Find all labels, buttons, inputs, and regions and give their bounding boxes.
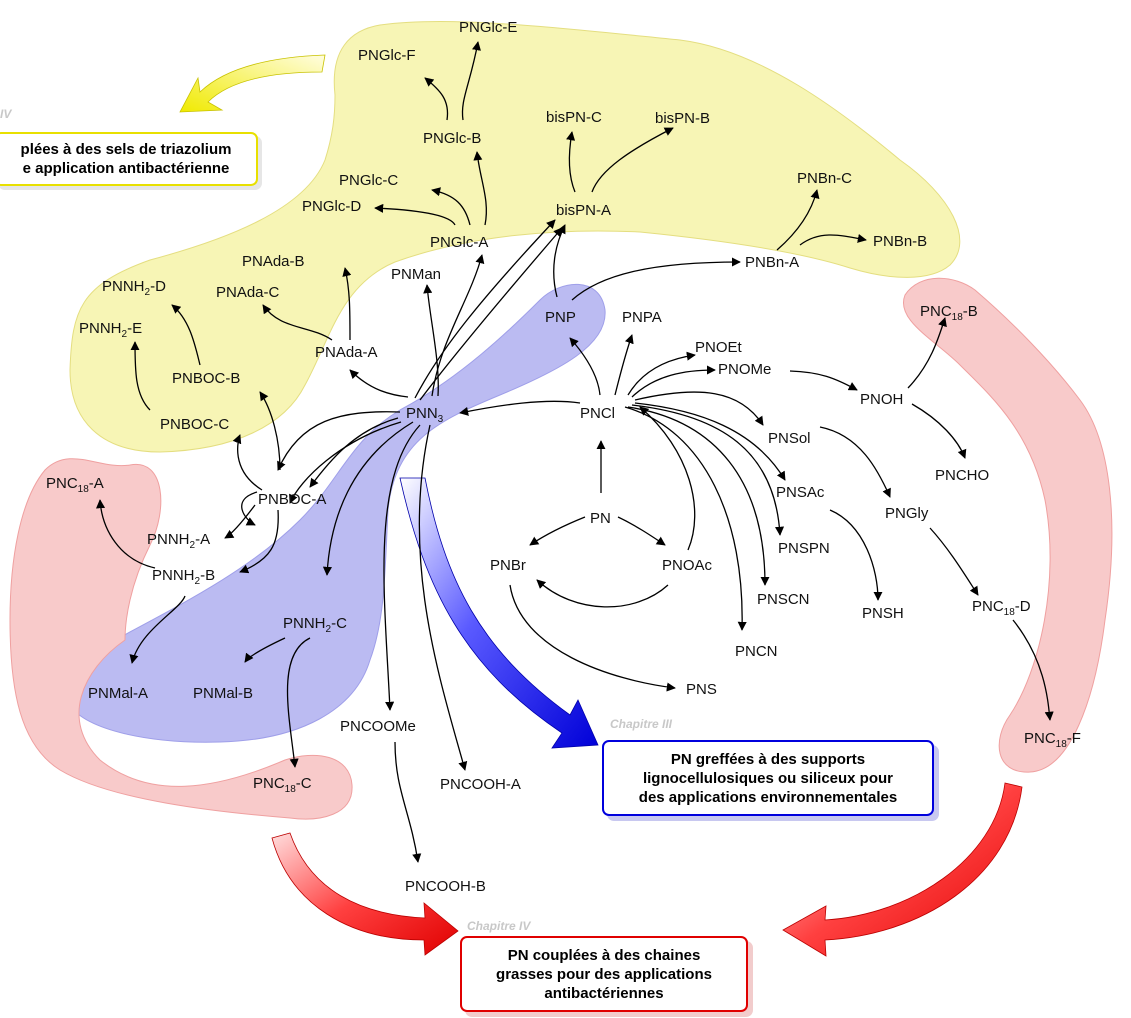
node-PNSCN: PNSCN	[757, 591, 810, 608]
node-PNSol: PNSol	[768, 430, 811, 447]
node-PNGlc-E: PNGlc-E	[459, 19, 517, 36]
node-PNCOOH-A: PNCOOH-A	[440, 776, 521, 793]
node-bisPN-A: bisPN-A	[556, 202, 611, 219]
lignocellulose-line3: des applications environnementales	[638, 789, 898, 806]
grasses-box: PN couplées à des chaines grasses pour d…	[460, 936, 748, 1012]
node-PNMan: PNMan	[391, 266, 441, 283]
node-PNGly: PNGly	[885, 505, 929, 522]
node-PNP: PNP	[545, 309, 576, 326]
node-PNAda-B: PNAda-B	[242, 253, 305, 270]
red-region-left-top	[9, 458, 353, 820]
node-PNSAc: PNSAc	[776, 484, 825, 501]
node-PNOH: PNOH	[860, 391, 903, 408]
node-PNNH2-E: PNNH2-E	[79, 320, 142, 340]
node-PNBn-B: PNBn-B	[873, 233, 927, 250]
red-region-right	[902, 277, 1113, 773]
node-PNCl: PNCl	[580, 405, 615, 422]
red-big-arrow-left	[271, 832, 459, 956]
node-PNC18-F: PNC18-F	[1024, 730, 1081, 750]
node-PNC18-D: PNC18-D	[972, 598, 1031, 618]
blue-big-arrow	[399, 477, 599, 749]
triazolium-line2: e application antibactérienne	[22, 160, 230, 177]
red-big-arrow-right	[782, 782, 1023, 957]
node-PNAda-A: PNAda-A	[315, 344, 378, 361]
chapter-label-triazolium: IV	[0, 107, 12, 121]
lignocellulose-line2: lignocellulosiques ou siliceux pour	[642, 770, 894, 787]
node-PNGlc-F: PNGlc-F	[358, 47, 416, 64]
node-bisPN-B: bisPN-B	[655, 110, 710, 127]
node-PNNH2-D: PNNH2-D	[102, 278, 166, 298]
node-PNSPN: PNSPN	[778, 540, 830, 557]
node-PNGlc-B: PNGlc-B	[423, 130, 481, 147]
node-PNBn-A: PNBn-A	[745, 254, 799, 271]
triazolium-box: plées à des sels de triazolium e applica…	[0, 132, 258, 186]
node-PNCOOH-B: PNCOOH-B	[405, 878, 486, 895]
node-PNGlc-A: PNGlc-A	[430, 234, 488, 251]
node-labels: PN PNBr PNOAc PNCl PNN3 PNP PNPA PNOEt P…	[46, 19, 1081, 895]
chapter-label-grasses: Chapitre IV	[467, 919, 531, 933]
triazolium-line1: plées à des sels de triazolium	[20, 141, 232, 158]
node-PNOAc: PNOAc	[662, 557, 713, 574]
node-PNMal-B: PNMal-B	[193, 685, 253, 702]
node-PNN3: PNN3	[406, 405, 444, 425]
node-PNOMe: PNOMe	[718, 361, 771, 378]
node-PNPA: PNPA	[622, 309, 662, 326]
node-PNCHO: PNCHO	[935, 467, 989, 484]
grasses-line1: PN couplées à des chaines	[507, 947, 701, 964]
node-PNBr: PNBr	[490, 557, 526, 574]
node-PNNH2-B: PNNH2-B	[152, 567, 215, 587]
node-PNC18-B: PNC18-B	[920, 303, 978, 323]
lignocellulose-line1: PN greffées à des supports	[670, 751, 866, 768]
node-PNBOC-A: PNBOC-A	[258, 491, 326, 508]
node-PNBOC-B: PNBOC-B	[172, 370, 240, 387]
node-PNGlc-C: PNGlc-C	[339, 172, 398, 189]
node-PNNH2-C: PNNH2-C	[283, 615, 347, 635]
chapter-label-lignocellulose: Chapitre III	[610, 717, 673, 731]
node-PNNH2-A: PNNH2-A	[147, 531, 210, 551]
grasses-line3: antibactériennes	[544, 985, 664, 1002]
node-PNGlc-D: PNGlc-D	[302, 198, 361, 215]
reaction-edges	[96, 41, 1054, 863]
node-PN: PN	[590, 510, 611, 527]
node-PNC18-C: PNC18-C	[253, 775, 312, 795]
node-PNS: PNS	[686, 681, 717, 698]
lignocellulose-box: PN greffées à des supports lignocellulos…	[602, 740, 934, 816]
blue-region	[65, 283, 606, 743]
grasses-line2: grasses pour des applications	[496, 966, 712, 983]
node-PNMal-A: PNMal-A	[88, 685, 148, 702]
node-PNOEt: PNOEt	[695, 339, 743, 356]
node-PNC18-A: PNC18-A	[46, 475, 104, 495]
node-PNBOC-C: PNBOC-C	[160, 416, 229, 433]
node-PNSH: PNSH	[862, 605, 904, 622]
node-bisPN-C: bisPN-C	[546, 109, 602, 126]
node-PNCN: PNCN	[735, 643, 778, 660]
node-PNCOOMe: PNCOOMe	[340, 718, 416, 735]
yellow-big-arrow	[179, 54, 326, 113]
node-PNAda-C: PNAda-C	[216, 284, 280, 301]
node-PNBn-C: PNBn-C	[797, 170, 852, 187]
yellow-region	[69, 20, 961, 453]
